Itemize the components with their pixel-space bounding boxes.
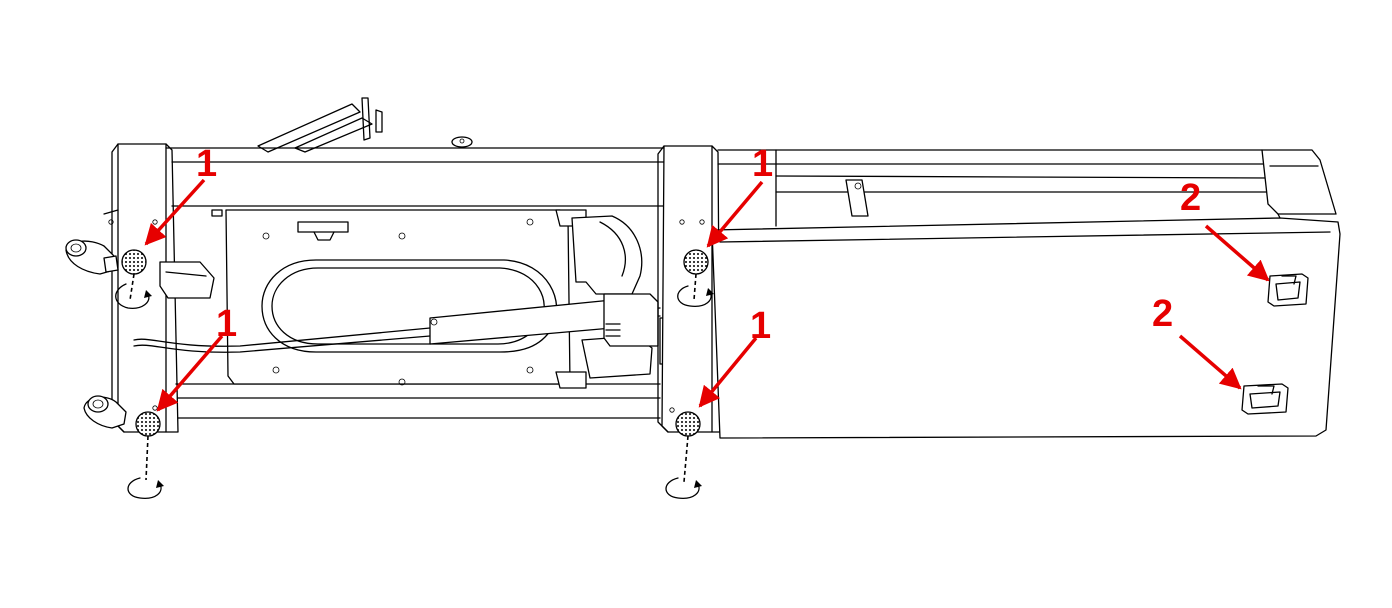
rotate-arrow-icon [127,477,164,499]
callout-label-deck-lower-pad: 2 [1152,293,1173,335]
caster-wheel-icon [83,395,127,429]
center-frame [657,145,721,433]
foot-pad-icon [675,411,701,437]
callout-label-center-bottom-foot: 1 [750,305,771,347]
rubber-pad-icon [1267,273,1309,307]
foot-pad-icon [135,411,161,437]
side-rails [165,147,665,419]
rotate-arrow-icon [115,283,152,309]
base-plate [211,209,653,389]
deck-rails [717,149,1273,227]
rubber-pad-icon [1241,383,1289,415]
rotate-arrow-icon [665,477,702,499]
deck-panel [711,217,1341,439]
callout-labels: 1 1 1 1 2 2 [196,143,1201,347]
callout-label-center-top-foot: 1 [752,143,773,185]
callout-label-left-top-foot: 1 [196,143,217,185]
callout-label-deck-upper-pad: 2 [1180,177,1201,219]
callout-arrows [144,178,1270,412]
upright-arm [257,97,473,153]
deck-end-cap [1261,149,1337,223]
foot-pad-icon [121,249,147,275]
callout-label-left-bottom-foot: 1 [216,303,237,345]
rotate-arrow-icon [677,285,714,307]
caster-wheel-icon [65,239,119,275]
left-bracket [159,261,215,299]
foot-pad-icon [683,249,709,275]
